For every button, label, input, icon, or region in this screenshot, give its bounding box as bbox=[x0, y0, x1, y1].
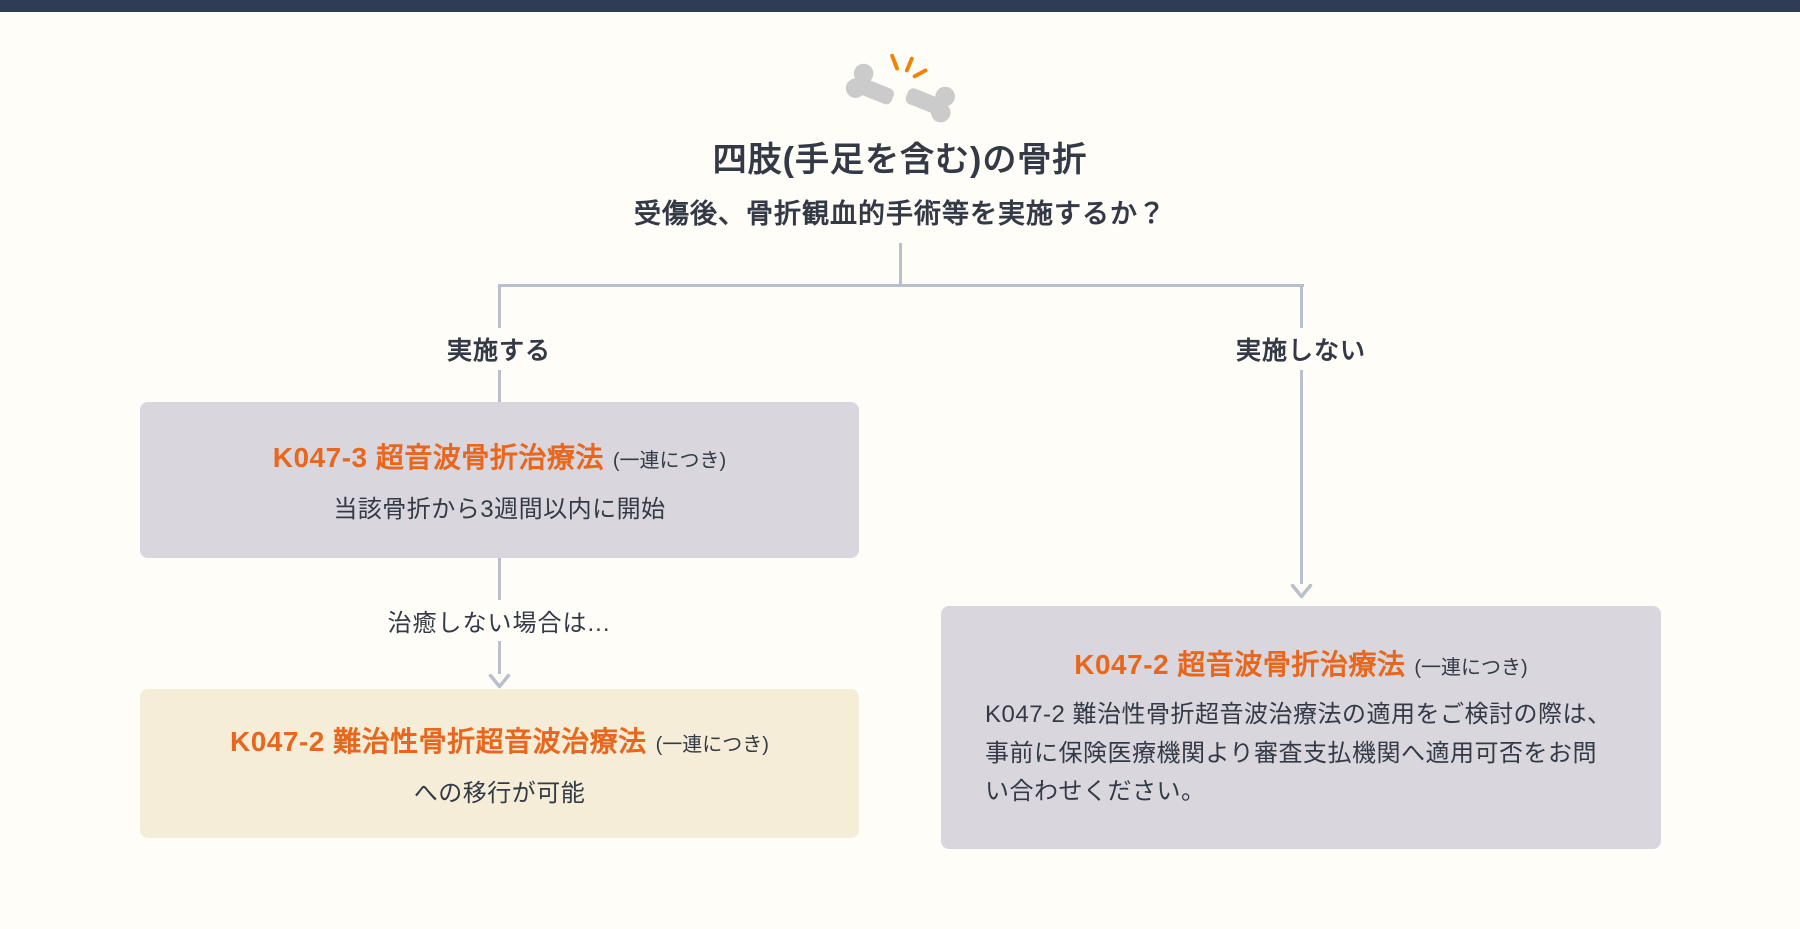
node-k047-3: K047-3 超音波骨折治療法 (一連につき) 当該骨折から3週間以内に開始 bbox=[140, 402, 859, 558]
connector-stub bbox=[899, 243, 902, 284]
unit-note: (一連につき) bbox=[1414, 657, 1528, 680]
node-detail: への移行が可能 bbox=[413, 779, 586, 807]
procedure-code: K047-2 難治性骨折超音波治療法 bbox=[230, 725, 647, 757]
node-heading: K047-2 難治性骨折超音波治療法 (一連につき) bbox=[230, 720, 769, 760]
unit-note: (一連につき) bbox=[612, 450, 727, 472]
branch-label-yes: 実施する bbox=[432, 328, 566, 370]
connector-horizontal bbox=[498, 284, 1304, 287]
page-title: 四肢(手足を含む)の骨折 bbox=[712, 141, 1088, 179]
node-heading: K047-3 超音波骨折治療法 (一連につき) bbox=[273, 436, 726, 476]
broken-bone-icon bbox=[834, 46, 966, 134]
connector-no-vertical bbox=[1300, 284, 1303, 584]
node-k047-2: K047-2 超音波骨折治療法 (一連につき) K047-2 難治性骨折超音波治療… bbox=[941, 606, 1661, 849]
chart-header: 四肢(手足を含む)の骨折 受傷後、骨折観血的手術等を実施するか？ bbox=[0, 46, 1800, 231]
procedure-code: K047-2 超音波骨折治療法 bbox=[1074, 649, 1406, 681]
node-detail: K047-2 難治性骨折超音波治療法の適用をご検討の際は、事前に保険医療機関より… bbox=[985, 701, 1612, 806]
procedure-code: K047-3 超音波骨折治療法 bbox=[272, 442, 604, 473]
page-subtitle: 受傷後、骨折観血的手術等を実施するか？ bbox=[634, 198, 1166, 229]
unit-note: (一連につき) bbox=[655, 733, 769, 756]
node-heading: K047-2 超音波骨折治療法 (一連につき) bbox=[1074, 643, 1527, 683]
node-k047-2-transition: K047-2 難治性骨折超音波治療法 (一連につき) への移行が可能 bbox=[140, 689, 859, 838]
arrow-down-icon bbox=[1290, 583, 1313, 599]
node-detail: 当該骨折から3週間以内に開始 bbox=[333, 496, 666, 523]
branch-label-no: 実施しない bbox=[1221, 328, 1381, 370]
top-accent-bar bbox=[0, 0, 1800, 12]
arrow-down-icon bbox=[488, 673, 511, 689]
transition-note: 治癒しない場合は... bbox=[375, 600, 623, 641]
